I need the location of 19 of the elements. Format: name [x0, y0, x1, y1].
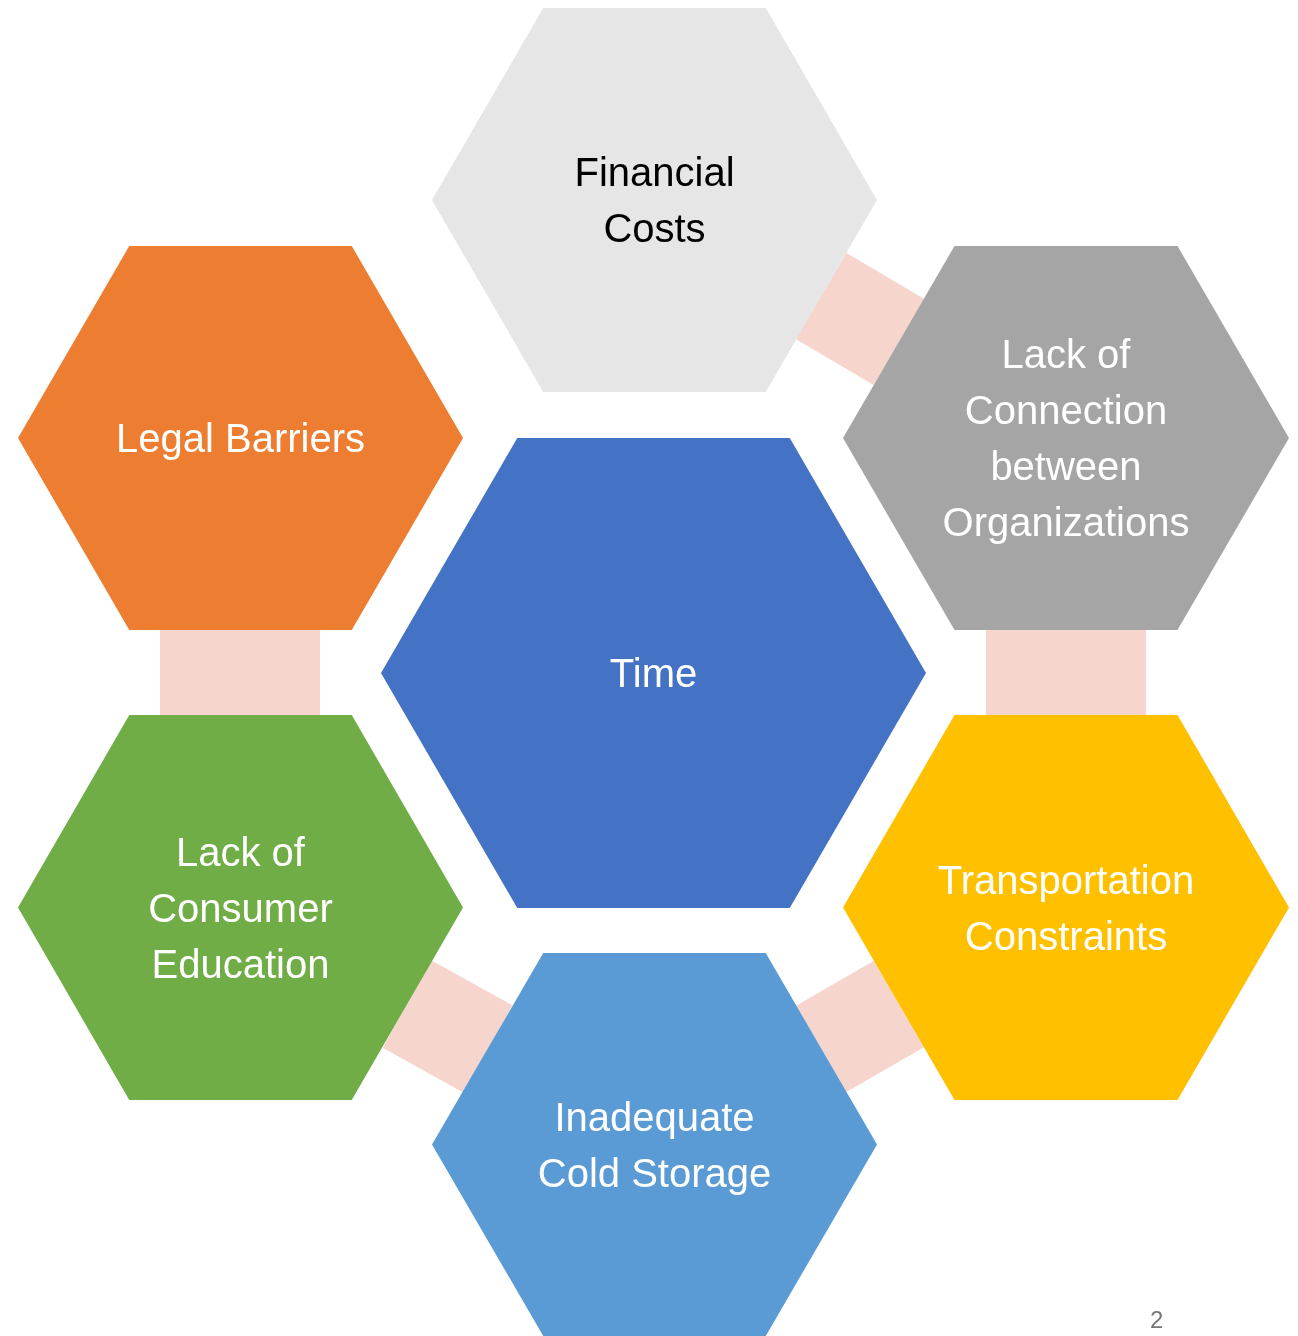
page-number: 2: [1150, 1306, 1164, 1334]
hexagon: [432, 8, 877, 392]
hexagon: [18, 246, 463, 630]
hexagon: [381, 438, 926, 908]
hexagon-label: Lack of Connection between Organizations: [941, 331, 1191, 546]
hexagon-label: Inadequate Cold Storage: [536, 1093, 773, 1197]
hexagon-label: Lack of Consumer Education: [147, 828, 334, 988]
hexagon: [432, 953, 877, 1336]
connector-band: [796, 960, 924, 1093]
hexagon: [843, 246, 1289, 630]
connector-band: [795, 252, 925, 386]
hexagon-label: Legal Barriers: [115, 415, 366, 462]
hexagon-label: Transportation Constraints: [936, 856, 1196, 960]
hexagon-label: Time: [608, 650, 699, 697]
hexagon: [843, 715, 1289, 1100]
connector-band: [986, 630, 1146, 715]
hexagon: [18, 715, 463, 1100]
hexagon-label: Financial Costs: [573, 149, 736, 252]
connector-band: [160, 630, 320, 715]
